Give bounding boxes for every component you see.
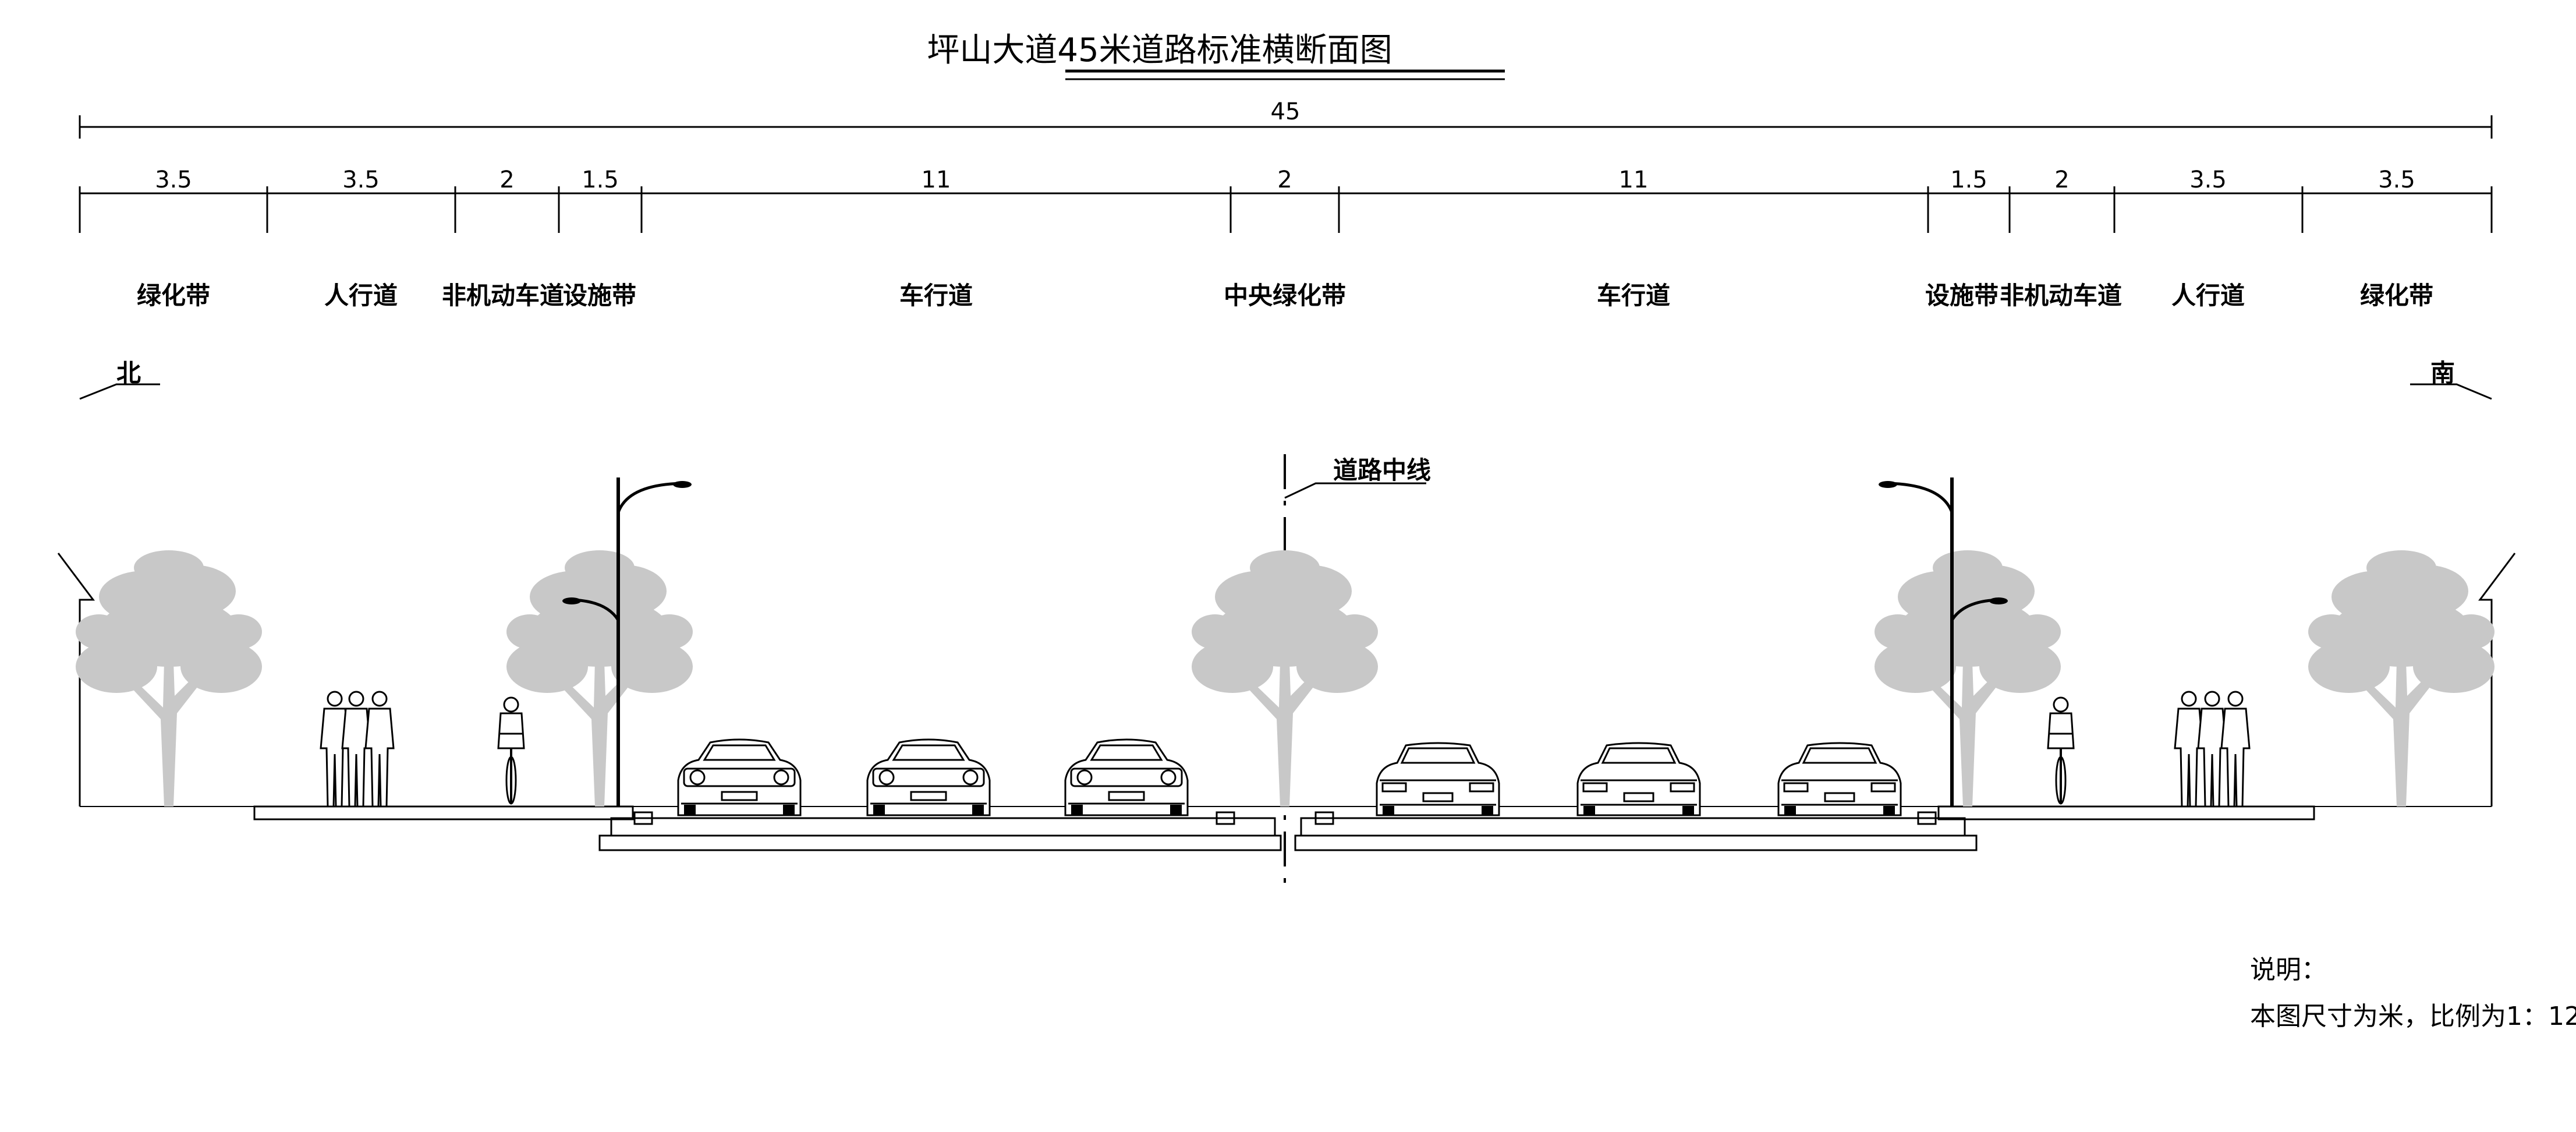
zone-name: 人行道 <box>324 281 398 310</box>
overall-width-label: 45 <box>1271 98 1301 125</box>
road-centerline: 道路中线 <box>1284 454 1431 891</box>
segment-width: 3.5 <box>2189 167 2227 193</box>
drawing-title: 坪山大道45米道路标准横断面图 <box>927 31 1505 80</box>
pedestrians-right <box>2174 691 2251 808</box>
trees <box>76 550 2494 806</box>
ground-profile <box>57 553 2516 851</box>
zone-name: 非机动车道 <box>442 281 564 310</box>
notes-heading: 说明： <box>2250 955 2327 985</box>
tree-icon <box>2308 550 2494 806</box>
cars-left <box>677 738 1189 816</box>
segment-width: 3.5 <box>342 167 380 193</box>
segment-width: 3.5 <box>2378 167 2415 193</box>
car-rear-icon <box>1376 742 1500 816</box>
segment-width: 2 <box>2054 167 2069 193</box>
cars-right <box>1376 742 1902 816</box>
pedestrian-icon <box>2220 691 2251 808</box>
centerline-label: 道路中线 <box>1333 456 1431 484</box>
notes-line: 本图尺寸为米，比例为1：125。 <box>2250 1002 2576 1031</box>
tree-icon <box>1192 550 1378 806</box>
segment-width: 2 <box>499 167 514 193</box>
segment-ticks <box>79 186 2493 233</box>
tree-icon <box>1875 550 2061 806</box>
pedestrians-left <box>320 691 395 808</box>
zone-name: 非机动车道 <box>2000 281 2122 310</box>
street-lamp-right <box>1879 477 2008 806</box>
segment-width: 2 <box>1277 167 1292 193</box>
cyclist-icon <box>497 696 525 805</box>
cyclist-icon <box>2047 696 2075 805</box>
segment-width: 11 <box>922 167 951 193</box>
zone-name: 车行道 <box>1597 281 1670 310</box>
north-indicator: 北 <box>79 359 160 400</box>
car-front-icon <box>677 738 802 816</box>
car-rear-icon <box>1576 742 1701 816</box>
car-rear-icon <box>1777 742 1902 816</box>
car-front-icon <box>866 738 991 816</box>
street-lamp-left <box>562 477 692 806</box>
segment-dimension-line <box>79 186 2493 233</box>
segment-width: 3.5 <box>155 167 192 193</box>
tree-icon <box>76 550 262 806</box>
zone-name: 绿化带 <box>137 281 210 310</box>
zone-name: 中央绿化带 <box>1224 281 1346 310</box>
zone-name: 车行道 <box>899 281 973 310</box>
south-label: 南 <box>2430 359 2455 387</box>
zone-name: 设施带 <box>563 281 636 310</box>
north-label: 北 <box>116 359 141 387</box>
zone-name: 设施带 <box>1925 281 1999 310</box>
zone-name: 人行道 <box>2171 281 2245 310</box>
overall-dimension: 45 <box>79 98 2493 139</box>
segment-width: 1.5 <box>1950 167 1987 193</box>
car-front-icon <box>1064 738 1189 816</box>
zone-names: 绿化带 人行道 非机动车道 设施带 车行道 中央绿化带 车行道 设施带 非机动车… <box>137 281 2433 310</box>
title-text: 坪山大道45米道路标准横断面图 <box>927 31 1392 69</box>
south-indicator: 南 <box>2410 359 2492 400</box>
segment-width-labels: 3.5 3.5 2 1.5 11 2 11 1.5 2 3.5 3.5 <box>155 167 2415 193</box>
tree-icon <box>506 550 693 806</box>
notes-block: 说明： 本图尺寸为米，比例为1：125。 <box>2250 955 2576 1031</box>
pedestrian-icon <box>364 691 395 808</box>
segment-width: 1.5 <box>582 167 619 193</box>
zone-name: 绿化带 <box>2360 281 2433 310</box>
segment-width: 11 <box>1619 167 1649 193</box>
